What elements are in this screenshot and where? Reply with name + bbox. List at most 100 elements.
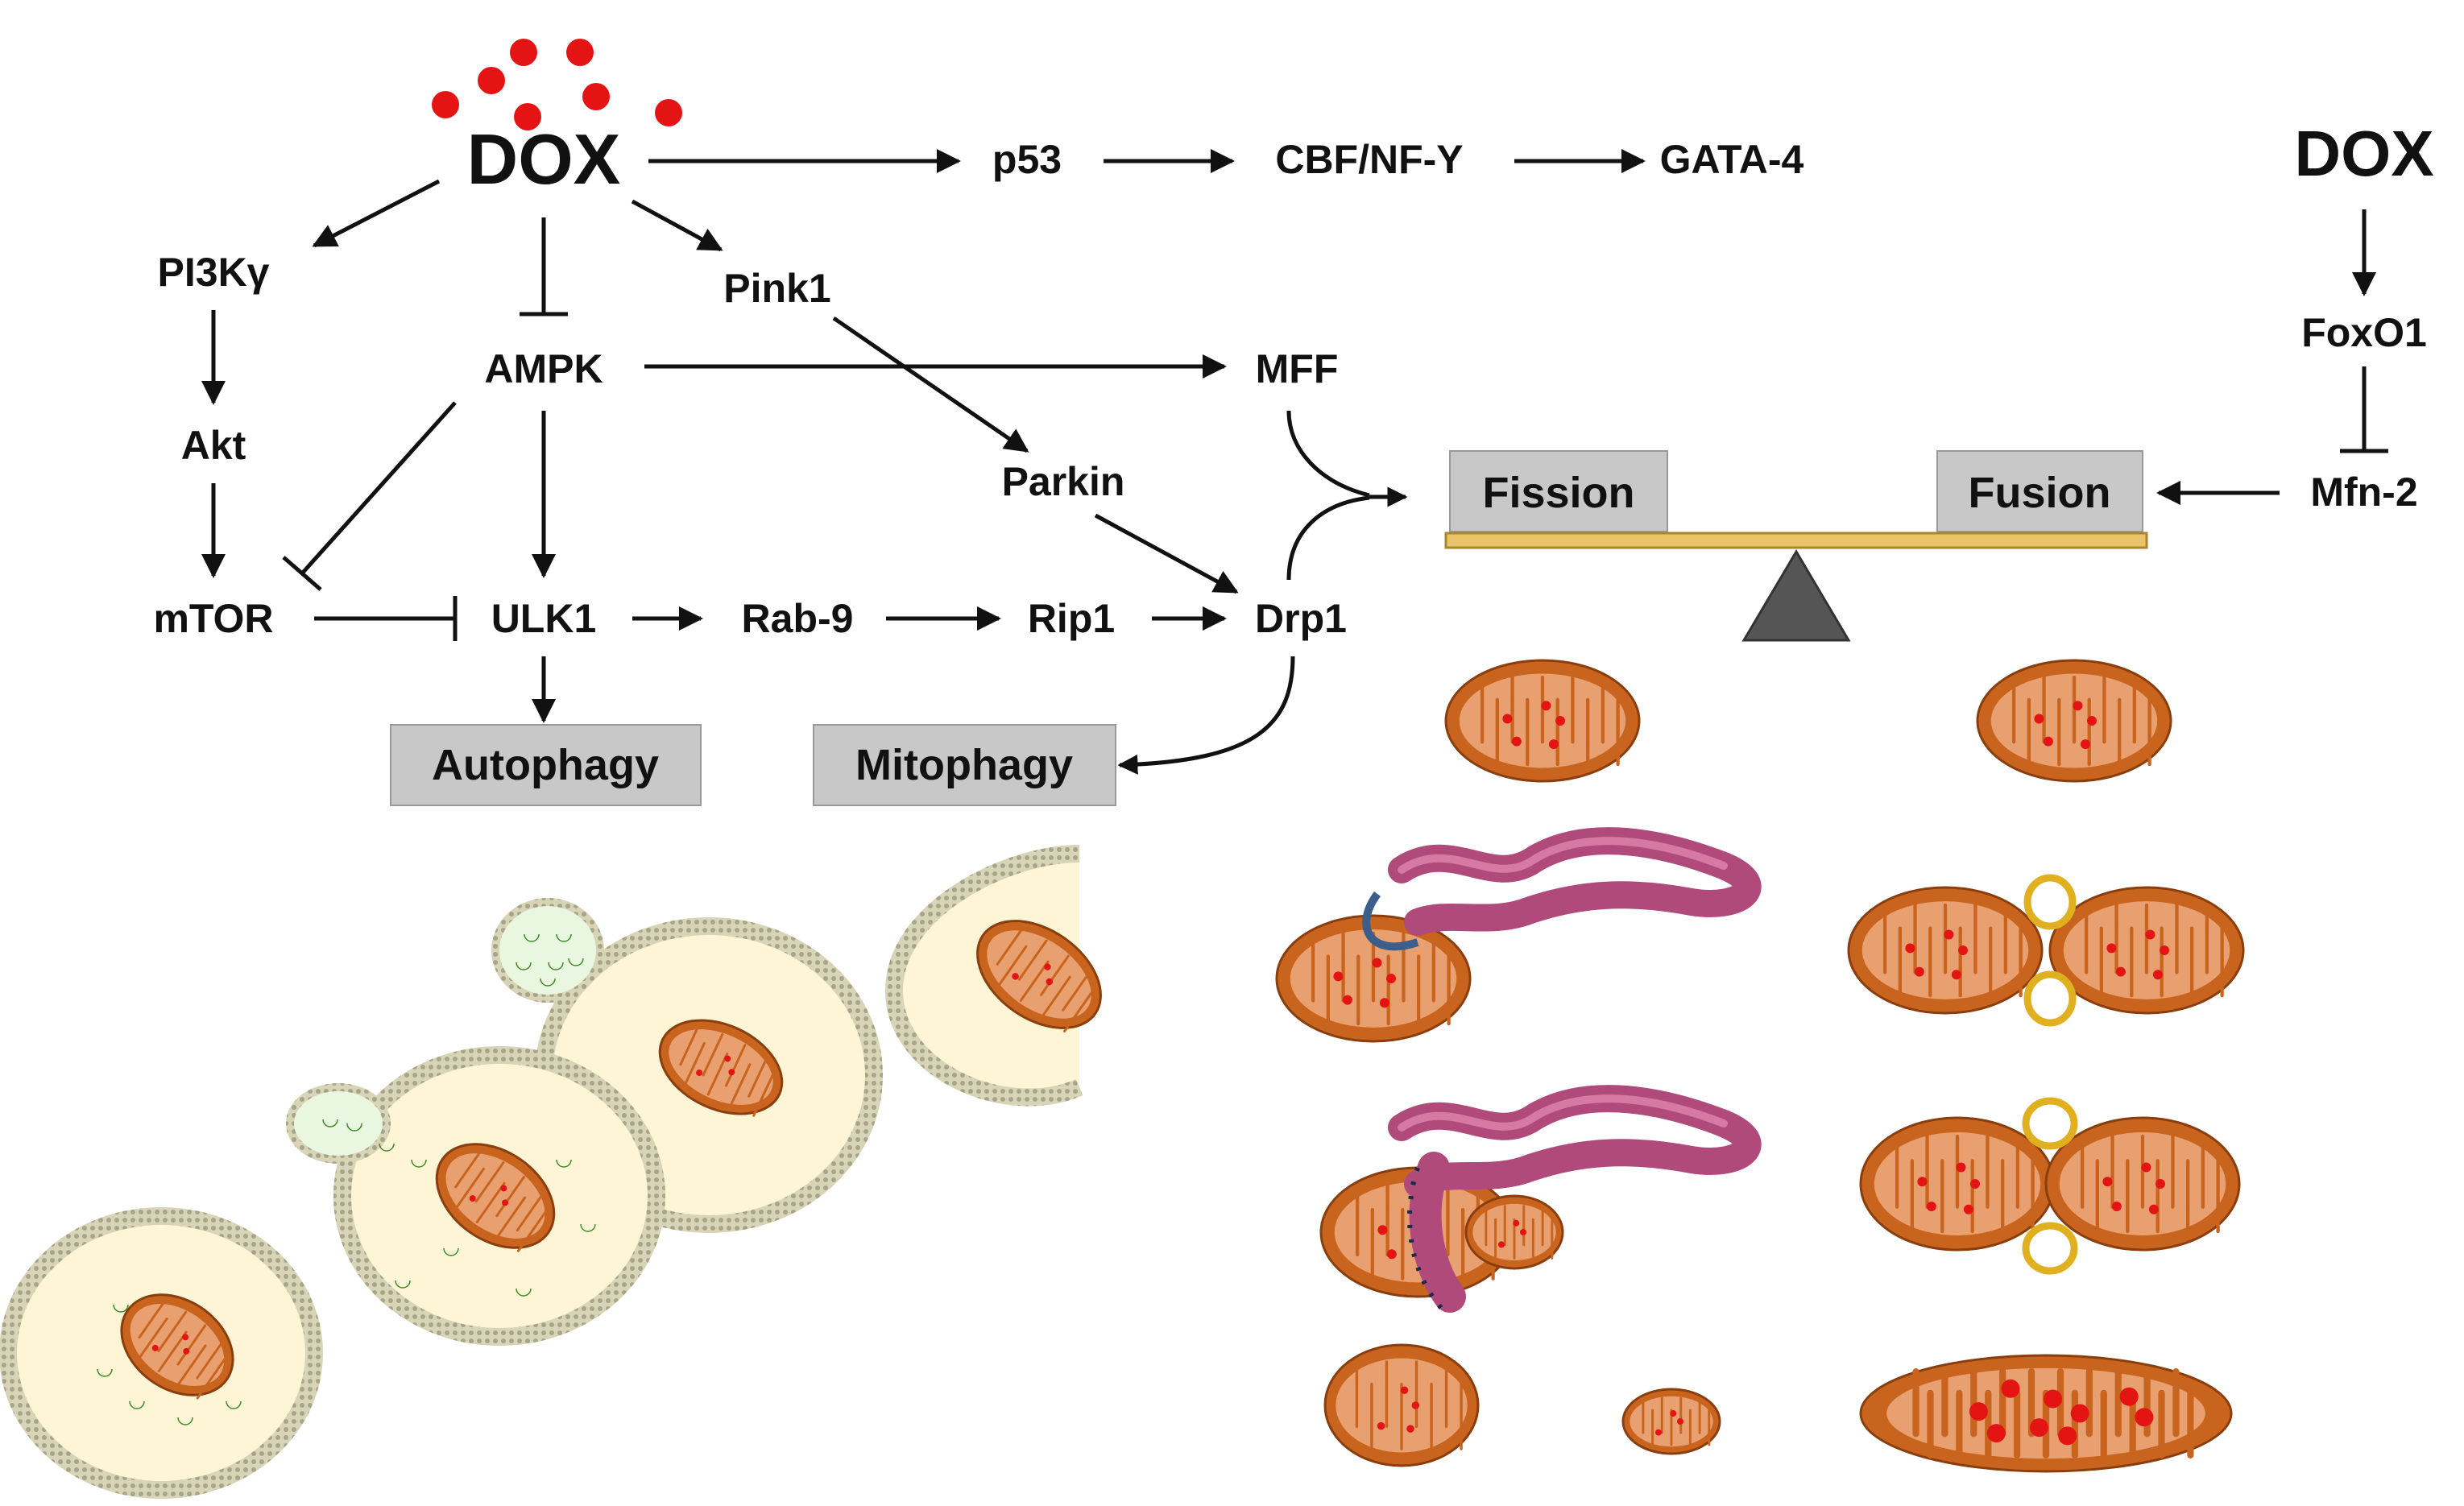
engulfed-mitochondria bbox=[120, 920, 1102, 1400]
cargo-crescent bbox=[411, 1159, 427, 1168]
vesicle-mito-4 bbox=[976, 920, 1102, 1032]
mito-fusion-result bbox=[1859, 1354, 2233, 1473]
fusion-ring-1a bbox=[2023, 874, 2077, 930]
edge-drp1-fission bbox=[1286, 495, 1370, 581]
dox-dot bbox=[432, 91, 459, 118]
cargo-crescent bbox=[322, 1119, 338, 1127]
mito-fission-top bbox=[1444, 659, 1641, 783]
mito-fusion-pair2-a bbox=[1859, 1116, 2056, 1252]
edge-pink1-parkin bbox=[832, 316, 1029, 453]
dox-dot bbox=[514, 103, 541, 130]
dox-dot bbox=[566, 39, 594, 66]
mito-fission-result-b bbox=[1621, 1388, 1721, 1455]
node-labels: DOX DOX p53 CBF/NF-Y GATA-4 PI3Kγ Akt mT… bbox=[153, 118, 2433, 641]
cargo-crescent bbox=[556, 933, 572, 942]
balance-beam bbox=[1444, 532, 2148, 549]
fusion-label: Fusion bbox=[1969, 469, 2111, 517]
mito-fission-result-a bbox=[1323, 1343, 1480, 1467]
fusion-ring-2b bbox=[2022, 1222, 2078, 1275]
vesicle-mito-1 bbox=[120, 1293, 234, 1400]
label-gata4: GATA-4 bbox=[1660, 137, 1804, 182]
label-ulk1: ULK1 bbox=[491, 596, 597, 641]
mitophagy-box bbox=[813, 724, 1116, 806]
cargo-crescent bbox=[524, 933, 540, 942]
label-drp1: Drp1 bbox=[1255, 596, 1347, 641]
edges bbox=[201, 149, 2388, 775]
cargo-crescent bbox=[129, 1400, 145, 1409]
drp1-beads-bottom bbox=[1407, 1167, 1444, 1310]
cargo-crescent bbox=[177, 1417, 193, 1425]
dox-dot bbox=[510, 39, 537, 66]
mito-fission-er2-bud bbox=[1464, 1194, 1564, 1270]
mito-fusion-pair1-a bbox=[1847, 886, 2044, 1015]
label-pi3k: PI3Kγ bbox=[158, 250, 270, 295]
lysosome-top bbox=[491, 898, 604, 1003]
drp1-ring-top bbox=[1362, 892, 1419, 951]
edge-ampk-mtor bbox=[300, 401, 457, 575]
label-mtor: mTOR bbox=[153, 596, 273, 641]
label-p53: p53 bbox=[992, 137, 1062, 182]
er-highlight-bottom bbox=[1398, 1094, 1728, 1132]
label-dox-main: DOX bbox=[467, 119, 621, 199]
label-pink1: Pink1 bbox=[723, 266, 830, 311]
label-mff: MFF bbox=[1256, 346, 1339, 391]
er-highlight-top bbox=[1398, 837, 1728, 874]
label-foxo1: FoxO1 bbox=[2301, 310, 2427, 355]
er-tubules bbox=[1362, 827, 1762, 1313]
mito-fission-er1 bbox=[1275, 914, 1472, 1043]
label-rab9: Rab-9 bbox=[742, 596, 854, 641]
cargo-crescent bbox=[516, 1288, 532, 1297]
fusion-box bbox=[1936, 450, 2143, 532]
lysosome-fusing bbox=[286, 1083, 391, 1164]
label-mfn2: Mfn-2 bbox=[2310, 470, 2417, 515]
mitochondria-illustrations bbox=[1275, 659, 2245, 1473]
edge-mff-fission bbox=[1286, 410, 1370, 498]
cargo-crescent bbox=[226, 1400, 242, 1409]
dox-dot bbox=[478, 67, 505, 94]
label-ampk: AMPK bbox=[484, 346, 603, 391]
edge-dox-pi3k bbox=[312, 179, 441, 248]
balance-fulcrum bbox=[1741, 549, 1851, 642]
cargo-crescent bbox=[443, 1247, 459, 1256]
outcome-boxes: Autophagy Mitophagy Fission Fusion bbox=[390, 450, 2143, 806]
label-dox-right: DOX bbox=[2294, 118, 2433, 189]
dox-dot bbox=[655, 99, 682, 126]
edge-parkin-drp1 bbox=[1094, 513, 1239, 594]
cargo-crescent bbox=[568, 958, 584, 966]
fusion-ring-1b bbox=[2023, 970, 2077, 1027]
vesicle-mito-2 bbox=[435, 1143, 556, 1252]
cargo-crescent bbox=[395, 1280, 411, 1289]
cargo-crescent bbox=[379, 1143, 395, 1152]
mitophagy-label: Mitophagy bbox=[855, 741, 1073, 789]
autophagy-vesicles bbox=[0, 845, 1083, 1499]
dox-particles bbox=[432, 39, 682, 130]
fusion-ring-2a bbox=[2022, 1097, 2078, 1150]
label-parkin: Parkin bbox=[1002, 459, 1125, 504]
er-wrap-bottom bbox=[1409, 1152, 1466, 1313]
edge-ampk-mtor-bar bbox=[282, 556, 322, 591]
cargo-crescent bbox=[516, 962, 532, 970]
cargo-crescent bbox=[113, 1304, 129, 1313]
edge-drp1-mitophagy bbox=[1117, 656, 1295, 775]
vesicle-mito-3 bbox=[658, 1019, 784, 1117]
label-akt: Akt bbox=[181, 423, 246, 468]
cargo-crescent bbox=[580, 1223, 596, 1232]
autophagy-box bbox=[390, 724, 702, 806]
label-cbf: CBF/NF-Y bbox=[1275, 137, 1463, 182]
fission-box bbox=[1449, 450, 1668, 532]
balance-scale bbox=[1444, 532, 2148, 642]
edge-dox-pink1 bbox=[631, 199, 723, 252]
dox-dot bbox=[582, 83, 610, 110]
cargo-crescent bbox=[97, 1368, 113, 1377]
label-rip1: Rip1 bbox=[1028, 596, 1115, 641]
cargo-crescent bbox=[540, 978, 556, 987]
mito-fusion-top bbox=[1976, 659, 2172, 783]
fission-label: Fission bbox=[1482, 469, 1634, 517]
cargo-crescent bbox=[548, 962, 564, 970]
cargo-crescent bbox=[556, 1159, 572, 1168]
cargo-crescent bbox=[346, 1123, 362, 1132]
autophagy-label: Autophagy bbox=[432, 741, 659, 789]
mito-fusion-pair1-b bbox=[2048, 886, 2245, 1015]
mito-fusion-pair2-b bbox=[2044, 1116, 2241, 1252]
